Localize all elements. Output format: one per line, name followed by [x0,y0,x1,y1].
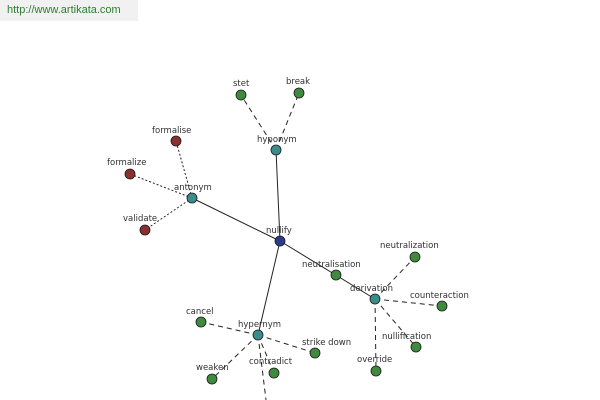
edge-nullify-antonym [191,197,281,242]
node-neutralisation[interactable] [330,269,342,281]
edge-antonym-validate [144,197,193,231]
node-label-neutralization[interactable]: neutralization [380,241,439,251]
nodes-layer [124,87,448,385]
node-hypernym[interactable] [252,329,264,341]
labels-layer: nullify hyponym antonym derivation hypernym s… [107,77,469,373]
node-label-hypernym[interactable]: hypernym [238,320,281,330]
node-label-weaken[interactable]: weaken [196,363,229,373]
edge-derivation-counteraction [374,298,443,307]
node-hyponym[interactable] [270,144,282,156]
node-label-formalise[interactable]: formalise [152,126,191,136]
node-contradict[interactable] [268,367,280,379]
node-break[interactable] [293,87,305,99]
node-label-cancel[interactable]: cancel [186,307,214,317]
node-neutralization[interactable] [409,251,421,263]
node-label-formalize[interactable]: formalize [107,158,146,168]
edge-hyponym-stet [240,94,277,151]
node-label-nullify[interactable]: nullify [266,226,292,236]
node-label-nullification[interactable]: nullification [382,332,431,342]
node-label-break[interactable]: break [286,77,310,87]
edge-hypernym-cancel [200,321,259,336]
edge-derivation-neutralization [374,256,416,300]
node-stet[interactable] [235,89,247,101]
edge-antonym-formalise [175,140,193,199]
edge-nullify-hypernym [257,240,281,336]
node-label-derivation[interactable]: derivation [350,284,393,294]
edge-hypernym-strike-down [257,334,316,354]
edge-nullify-hyponym [275,149,281,242]
node-cancel[interactable] [195,316,207,328]
edge-hypernym-offscreen [257,334,267,400]
node-antonym[interactable] [186,192,198,204]
node-label-strike-down[interactable]: strike down [302,338,351,348]
url-bar: http://www.artikata.com [0,0,138,21]
edge-nullify-derivation [279,240,376,300]
node-label-override[interactable]: override [357,355,392,365]
node-override[interactable] [370,365,382,377]
node-formalize[interactable] [124,168,136,180]
site-url[interactable]: http://www.artikata.com [7,4,121,16]
node-label-validate[interactable]: validate [123,214,157,224]
node-nullification[interactable] [410,341,422,353]
node-derivation[interactable] [369,293,381,305]
edge-antonym-formalize [129,173,193,199]
node-nullify[interactable] [274,235,286,247]
node-counteraction[interactable] [436,300,448,312]
node-strike-down[interactable] [309,347,321,359]
edge-derivation-nullification [374,298,417,348]
node-label-neutralisation[interactable]: neutralisation [302,260,361,270]
node-weaken[interactable] [206,373,218,385]
node-validate[interactable] [139,224,151,236]
edge-hypernym-contradict [257,334,275,374]
node-label-counteraction[interactable]: counteraction [410,291,469,301]
node-formalise[interactable] [170,135,182,147]
node-label-contradict[interactable]: contradict [249,357,293,367]
node-label-stet[interactable]: stet [233,79,250,89]
edge-hypernym-weaken [211,334,259,380]
node-label-hyponym[interactable]: hyponym [257,135,297,145]
edge-derivation-override [374,298,377,372]
node-label-antonym[interactable]: antonym [174,183,212,193]
edges-layer [129,92,443,400]
edge-hyponym-break [275,92,300,151]
